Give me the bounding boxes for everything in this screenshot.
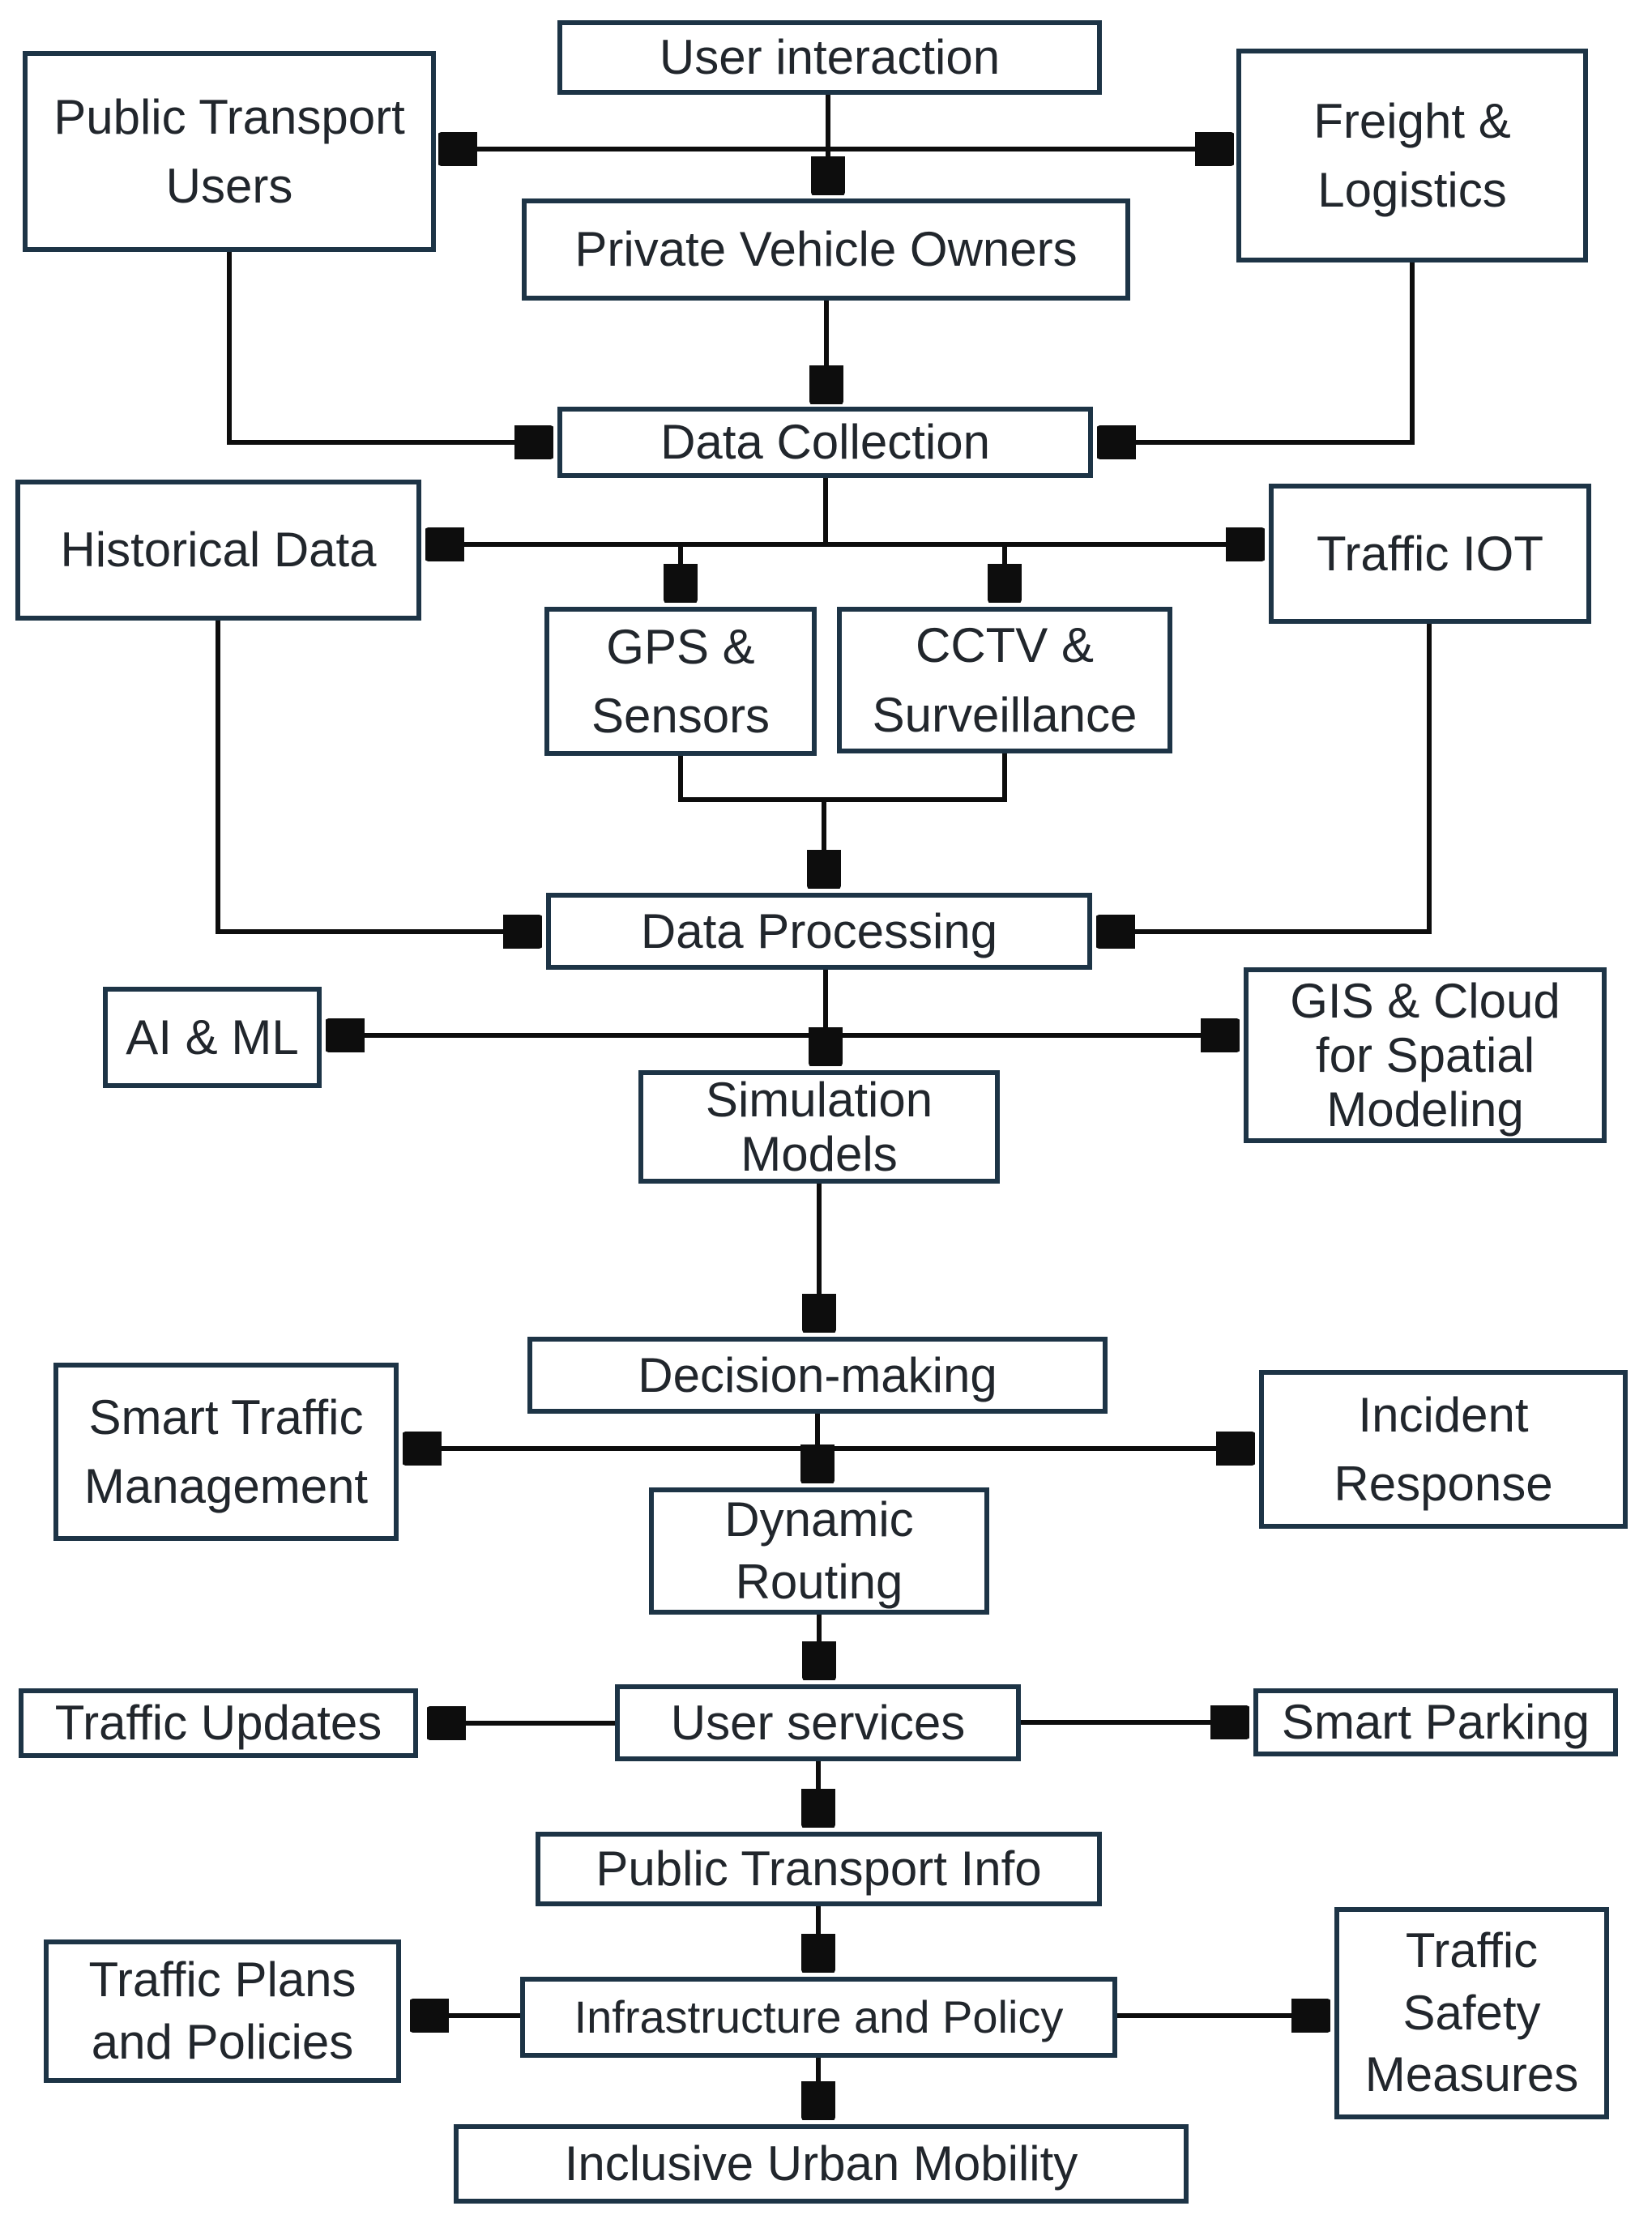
node-gis-cloud: GIS & Cloud for Spatial Modeling [1244,967,1607,1143]
edge-public-transport-users-data-collection [227,252,549,442]
node-ai-ml: AI & ML [103,987,322,1088]
edge-historical-data-data-processing [216,621,538,932]
node-decision-making: Decision-making [527,1337,1108,1414]
node-smart-traffic-management: Smart Traffic Management [53,1363,399,1541]
node-user-interaction: User interaction [557,20,1102,95]
node-gps-sensors: GPS & Sensors [544,607,817,756]
node-user-services: User services [615,1684,1021,1761]
node-smart-parking: Smart Parking [1253,1688,1618,1756]
node-data-collection: Data Collection [557,407,1093,478]
node-private-vehicle-owners: Private Vehicle Owners [522,198,1130,301]
node-data-processing: Data Processing [546,893,1092,970]
node-incident-response: Incident Response [1259,1370,1628,1529]
node-infrastructure-and-policy: Infrastructure and Policy [520,1977,1117,2058]
edge-traffic-iot-data-processing [1100,624,1432,932]
node-cctv-surveillance: CCTV & Surveillance [837,607,1172,753]
node-traffic-plans-and-policies: Traffic Plans and Policies [44,1939,401,2083]
edge-freight-logistics-data-collection [1101,262,1415,442]
node-public-transport-info: Public Transport Info [536,1832,1102,1906]
node-traffic-updates: Traffic Updates [19,1688,418,1758]
node-traffic-safety-measures: Traffic Safety Measures [1334,1907,1609,2119]
node-historical-data: Historical Data [15,480,421,621]
node-dynamic-routing: Dynamic Routing [649,1487,989,1615]
node-public-transport-users: Public Transport Users [23,51,436,252]
node-simulation-models: Simulation Models [638,1070,1000,1184]
edge-gps-cctv-merge [678,753,1007,802]
node-freight-logistics: Freight & Logistics [1236,49,1588,262]
node-inclusive-urban-mobility: Inclusive Urban Mobility [454,2124,1189,2204]
node-traffic-iot: Traffic IOT [1269,484,1591,624]
